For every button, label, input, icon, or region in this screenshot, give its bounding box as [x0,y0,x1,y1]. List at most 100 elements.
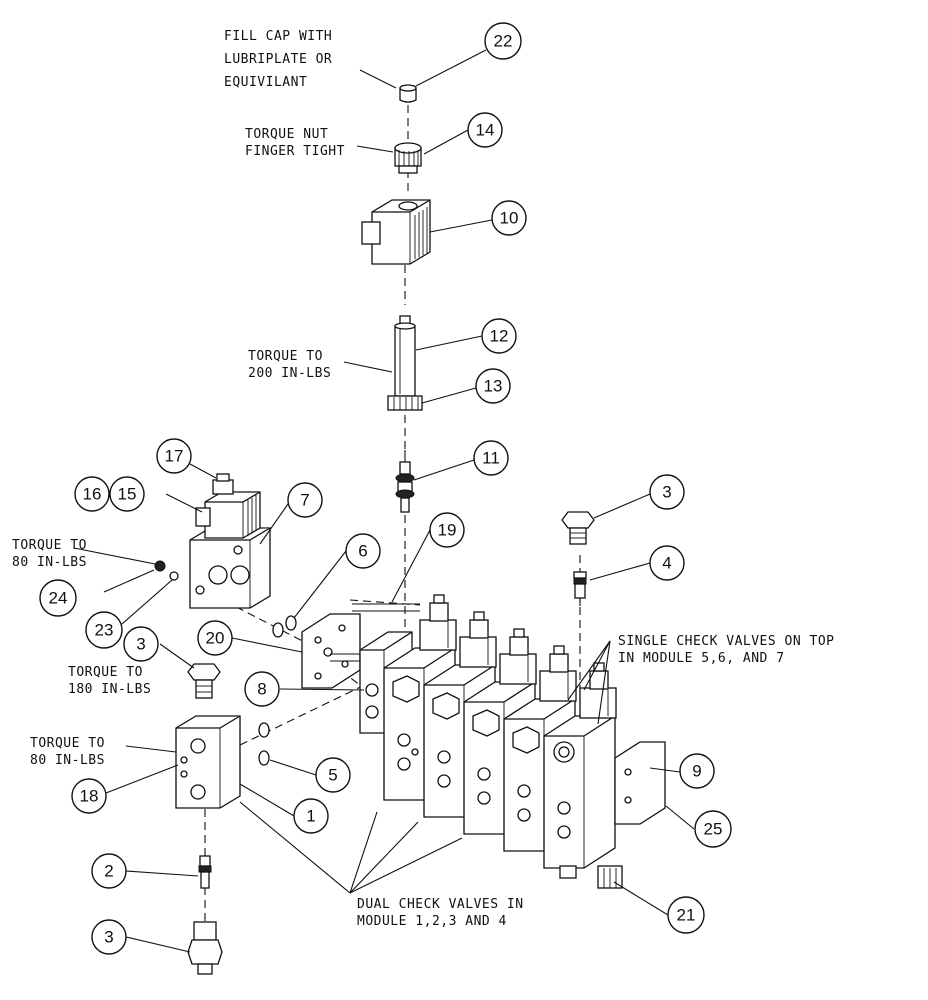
leader-lines [73,49,695,953]
callout-6: 6 [345,533,381,569]
callout-10: 10 [491,200,527,236]
svg-text:LUBRIPLATE OR: LUBRIPLATE OR [224,52,332,67]
svg-text:DUAL CHECK VALVES IN: DUAL CHECK VALVES IN [357,897,524,912]
callout-21: 21 [667,896,705,934]
svg-text:5: 5 [328,766,337,785]
svg-text:TORQUE TO: TORQUE TO [248,349,323,364]
part-23-ball [169,571,179,581]
svg-text:17: 17 [165,447,184,466]
part-17-nut-left [212,473,234,495]
note-torque-80-lower: TORQUE TO 80 IN-LBS [30,736,105,768]
svg-text:23: 23 [95,621,114,640]
callout-12: 12 [481,318,517,354]
svg-text:TORQUE TO: TORQUE TO [68,665,143,680]
svg-text:6: 6 [358,542,367,561]
svg-text:80 IN-LBS: 80 IN-LBS [30,753,105,768]
svg-text:3: 3 [136,635,145,654]
callout-5: 5 [315,757,351,793]
callout-1: 1 [293,798,329,834]
svg-text:24: 24 [49,589,68,608]
svg-text:1: 1 [306,807,315,826]
svg-text:13: 13 [484,377,503,396]
svg-text:8: 8 [257,680,266,699]
note-fill-cap: FILL CAP WITH LUBRIPLATE OR EQUIVILANT [224,29,332,90]
svg-text:80 IN-LBS: 80 IN-LBS [12,555,87,570]
callout-4: 4 [649,545,685,581]
callout-14: 14 [467,112,503,148]
part-14-torque-nut [394,142,422,174]
part-22-fill-cap [399,84,417,103]
svg-text:TORQUE NUT: TORQUE NUT [245,127,328,142]
callout-2: 2 [91,853,127,889]
svg-text:TORQUE TO: TORQUE TO [12,538,87,553]
svg-text:18: 18 [80,787,99,806]
callout-3-right: 3 [649,474,685,510]
callout-15: 15 [109,476,145,512]
callout-11: 11 [473,440,509,476]
svg-text:EQUIVILANT: EQUIVILANT [224,75,307,90]
note-torque-180: TORQUE TO 180 IN-LBS [68,665,151,697]
callout-9: 9 [679,753,715,789]
svg-text:IN MODULE 5,6, AND 7: IN MODULE 5,6, AND 7 [618,651,785,666]
part-3-plug-right [561,511,595,545]
note-torque-nut: TORQUE NUT FINGER TIGHT [245,127,345,159]
note-torque-80-upper: TORQUE TO 80 IN-LBS [12,538,87,570]
svg-text:25: 25 [704,820,723,839]
part-3-plug-bottom [187,921,223,975]
part-3-plug-left [187,663,221,699]
svg-text:9: 9 [692,762,701,781]
svg-text:200 IN-LBS: 200 IN-LBS [248,366,331,381]
svg-text:14: 14 [476,121,495,140]
callout-16: 16 [74,476,110,512]
callout-18: 18 [71,778,107,814]
callout-20: 20 [197,620,233,656]
manifold-stack [359,594,666,889]
svg-text:4: 4 [662,554,671,573]
part-5-orings [258,722,270,766]
svg-text:19: 19 [438,521,457,540]
part-12-tube [394,315,416,397]
callout-17: 17 [156,438,192,474]
part-2-check-lower [198,855,212,889]
svg-text:2: 2 [104,862,113,881]
callout-3-bottom: 3 [91,919,127,955]
svg-text:TORQUE TO: TORQUE TO [30,736,105,751]
module-5 [543,715,616,869]
callout-8: 8 [244,671,280,707]
callout-7: 7 [287,482,323,518]
callout-24: 24 [39,579,77,617]
callout-13: 13 [475,368,511,404]
callout-22: 22 [484,22,522,60]
callout-23: 23 [85,611,123,649]
part-7-valve-block [189,527,271,609]
svg-text:MODULE 1,2,3 AND 4: MODULE 1,2,3 AND 4 [357,914,507,929]
callout-19: 19 [429,512,465,548]
part-11-cartridge [395,450,415,513]
svg-text:180 IN-LBS: 180 IN-LBS [68,682,151,697]
svg-text:FILL CAP WITH: FILL CAP WITH [224,29,332,44]
part-24-plug [154,560,166,572]
svg-text:SINGLE CHECK VALVES ON TOP: SINGLE CHECK VALVES ON TOP [618,634,835,649]
svg-text:11: 11 [482,449,500,468]
part-6-orings [272,615,297,638]
part-13-tube-nut [387,395,423,411]
svg-text:FINGER TIGHT: FINGER TIGHT [245,144,345,159]
svg-text:15: 15 [118,485,137,504]
callout-25: 25 [694,810,732,848]
axis-1-8 [239,679,376,746]
note-torque-200: TORQUE TO 200 IN-LBS [248,349,331,381]
svg-text:16: 16 [83,485,102,504]
top-nuts [429,594,609,690]
callout-3-left: 3 [123,626,159,662]
svg-text:21: 21 [677,906,696,925]
part-4-check-right [573,571,587,606]
part-21-bottom-fitting [559,865,623,889]
note-dual-check-valves: DUAL CHECK VALVES IN MODULE 1,2,3 AND 4 [357,897,524,929]
part-9-end-plate [614,741,666,825]
svg-text:12: 12 [490,327,509,346]
svg-text:10: 10 [500,209,519,228]
svg-text:20: 20 [206,629,225,648]
svg-text:22: 22 [494,32,513,51]
